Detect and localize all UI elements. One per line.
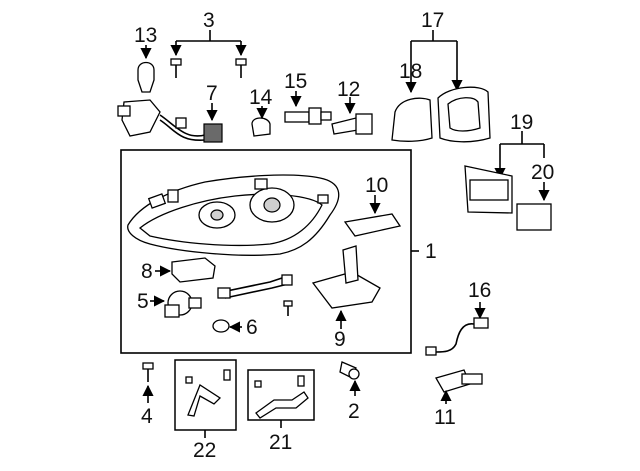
callout-21: 21 (269, 431, 292, 454)
bulb-11 (435, 369, 483, 393)
callout-11: 11 (434, 406, 456, 429)
bracket-19 (464, 165, 513, 214)
callout-15: 15 (284, 70, 307, 93)
callout-7: 7 (206, 82, 218, 105)
mounting-bracket (311, 245, 381, 309)
callout-2: 2 (348, 400, 360, 423)
bulb-12 (331, 113, 373, 135)
headlamp-housing (127, 174, 340, 256)
callout-17: 17 (421, 9, 444, 32)
bulb-socket (164, 290, 202, 318)
callout-20: 20 (531, 161, 554, 184)
callout-13: 13 (134, 24, 157, 47)
leader-19 (494, 131, 545, 180)
ballast-module (171, 257, 216, 283)
callout-14: 14 (249, 86, 273, 109)
bulb-13 (137, 61, 155, 93)
label-20 (516, 203, 552, 231)
bulb-14 (251, 117, 271, 137)
cover-17 (437, 86, 491, 143)
wiring-harness (117, 99, 223, 143)
callout-18: 18 (399, 60, 422, 83)
leader-3 (170, 30, 247, 57)
callout-1: 1 (425, 240, 437, 263)
o-ring (212, 319, 230, 333)
bulb-15 (284, 107, 332, 125)
kit-22 (174, 359, 237, 438)
callout-10: 10 (365, 174, 388, 197)
wire-harness-inner (217, 274, 293, 299)
bolt-4 (142, 362, 154, 382)
callout-5: 5 (137, 290, 149, 313)
bolt-2 (339, 361, 360, 380)
callout-3: 3 (203, 9, 215, 32)
callout-19: 19 (510, 111, 533, 134)
sensor-16 (425, 317, 489, 356)
cover-cap (343, 213, 402, 237)
callout-4: 4 (141, 405, 153, 428)
small-screw (283, 300, 293, 316)
callout-6: 6 (246, 316, 258, 339)
kit-21 (247, 369, 315, 428)
callout-12: 12 (337, 78, 360, 101)
cover-18 (391, 97, 433, 142)
callout-22: 22 (193, 439, 216, 462)
callout-16: 16 (468, 279, 491, 302)
leader-17 (405, 30, 463, 94)
callout-9: 9 (334, 328, 346, 351)
screw-pair (170, 58, 247, 78)
callout-8: 8 (141, 260, 153, 283)
